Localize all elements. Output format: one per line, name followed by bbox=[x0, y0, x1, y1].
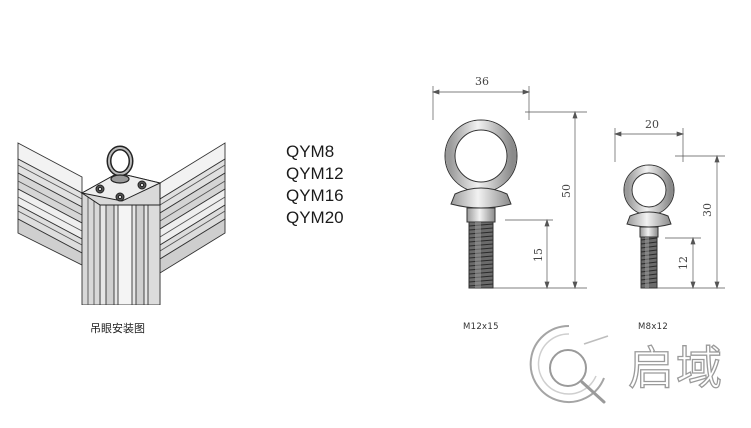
vertical-post bbox=[81, 192, 161, 305]
corner-plate bbox=[80, 172, 162, 206]
small-bolt-spec: M8x12 bbox=[638, 322, 669, 332]
thread-dimension bbox=[505, 218, 553, 290]
brand-logo-icon bbox=[529, 324, 609, 404]
bolt-ring bbox=[444, 119, 518, 193]
large-eye-bolt-drawing: 36 50 15 bbox=[431, 75, 587, 290]
bolt-thread bbox=[468, 221, 494, 289]
small-eye-bolt-drawing: 20 30 12 bbox=[613, 118, 725, 290]
installation-caption: 吊眼安装图 bbox=[90, 322, 145, 335]
left-profile-bar bbox=[17, 142, 83, 266]
height-dimension-value: 30 bbox=[701, 203, 714, 217]
model-item: QYM8 bbox=[286, 142, 335, 161]
width-dimension bbox=[613, 128, 685, 162]
eye-bolt-installation-illustration bbox=[17, 142, 226, 305]
bolt-collar bbox=[626, 211, 672, 228]
model-item: QYM20 bbox=[286, 208, 344, 227]
bolt-thread bbox=[640, 236, 658, 289]
thread-dimension bbox=[665, 236, 701, 290]
bolt-collar bbox=[450, 187, 512, 209]
large-bolt-spec: M12x15 bbox=[463, 322, 499, 332]
thread-dimension-value: 15 bbox=[532, 248, 545, 262]
width-dimension bbox=[431, 86, 531, 120]
model-list: QYM8 QYM12 QYM16 QYM20 bbox=[286, 141, 344, 229]
height-dimension-value: 50 bbox=[560, 184, 573, 198]
width-dimension-value: 36 bbox=[475, 75, 489, 88]
model-item: QYM12 bbox=[286, 164, 344, 183]
brand-name: 启域 bbox=[627, 340, 724, 395]
thread-dimension-value: 12 bbox=[677, 256, 690, 270]
width-dimension-value: 20 bbox=[645, 118, 659, 131]
height-dimension bbox=[485, 110, 587, 290]
model-item: QYM16 bbox=[286, 186, 344, 205]
height-dimension bbox=[655, 154, 725, 290]
right-profile-bar bbox=[159, 142, 226, 274]
mounted-eye-bolt bbox=[106, 145, 134, 184]
